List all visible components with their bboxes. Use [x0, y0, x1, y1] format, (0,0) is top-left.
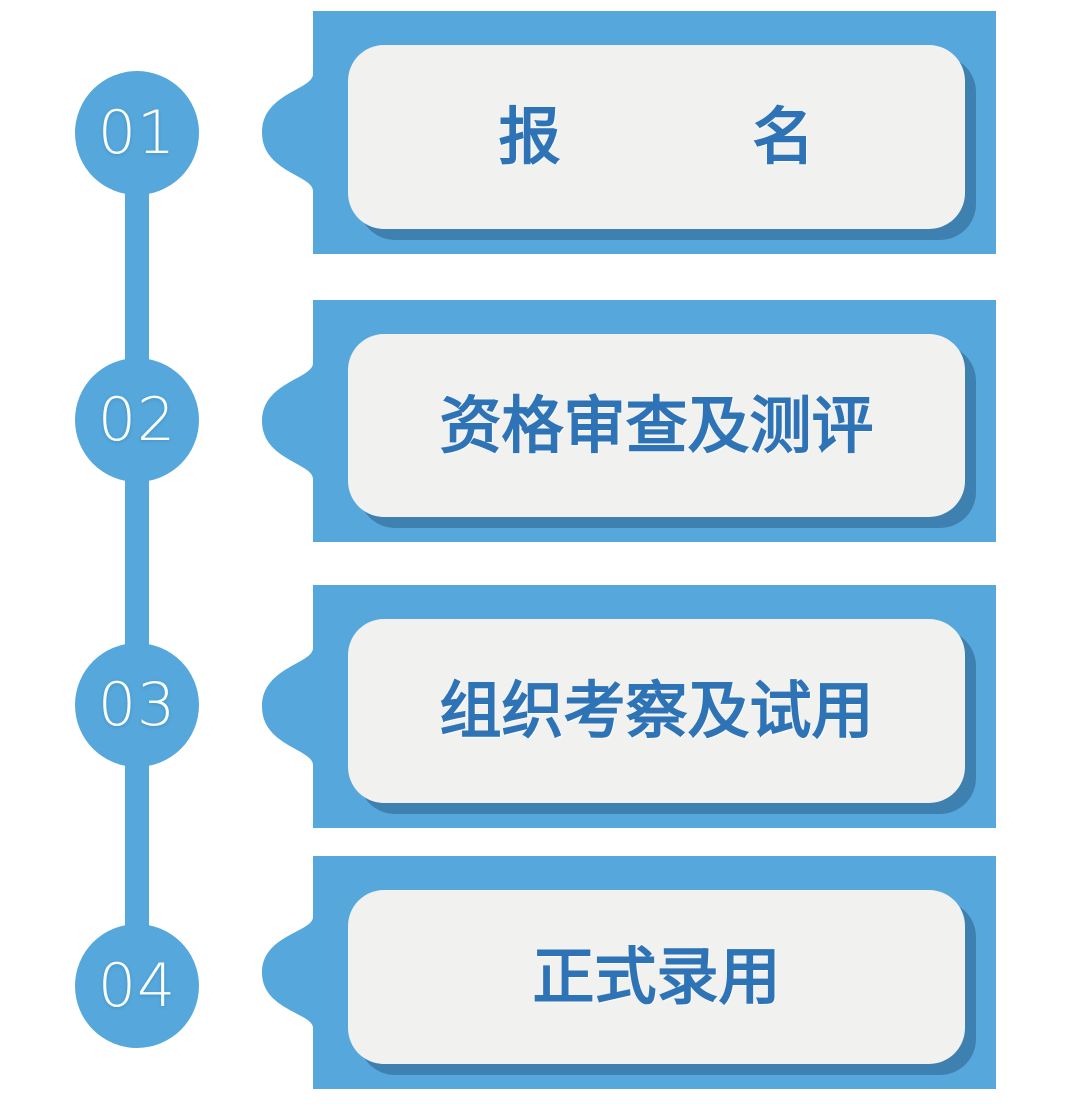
step-label-04: 正式录用 [532, 940, 781, 1013]
step-row-02[interactable]: 资格审查及测评 [262, 300, 996, 542]
step-label-03: 组织考察及试用 [439, 674, 874, 747]
step-number-04: 04 [97, 951, 177, 1021]
step-row-03[interactable]: 组织考察及试用 [262, 585, 996, 828]
step-marker-01[interactable]: 01 [75, 71, 199, 195]
step-marker-03[interactable]: 03 [75, 643, 199, 767]
rail-connector-line [125, 133, 149, 986]
step-number-01: 01 [97, 98, 177, 168]
step-card-01: 报 名 [348, 45, 965, 229]
step-label-01: 报 名 [498, 100, 836, 173]
step-marker-04[interactable]: 04 [75, 924, 199, 1048]
step-label-02: 资格审查及测评 [439, 388, 874, 462]
step-number-02: 02 [97, 385, 177, 455]
step-marker-02[interactable]: 02 [75, 358, 199, 482]
step-row-04[interactable]: 正式录用 [262, 856, 996, 1089]
step-number-03: 03 [97, 670, 177, 740]
step-card-04: 正式录用 [348, 890, 965, 1064]
step-row-01[interactable]: 报 名 [262, 11, 996, 254]
step-rail: 01 02 03 04 [0, 0, 300, 1104]
step-card-02: 资格审查及测评 [348, 334, 965, 517]
step-card-03: 组织考察及试用 [348, 619, 965, 803]
